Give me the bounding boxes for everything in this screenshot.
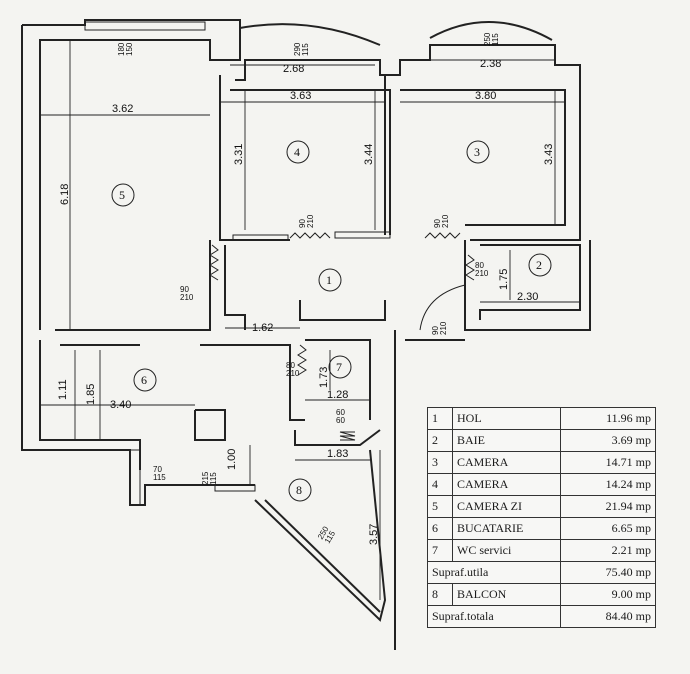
- room-label-1: 1: [326, 273, 332, 287]
- dim-room4-top: 2.68: [283, 63, 304, 75]
- opening-w8: 250115: [316, 524, 338, 545]
- dim-balcony-height: 3.57: [368, 524, 380, 545]
- opening-d4: 90210: [298, 214, 315, 228]
- dim-room3-height: 3.43: [543, 144, 555, 165]
- table-row-balcony: 8 BALCON 9.00 mp: [427, 583, 656, 606]
- room-label-4: 4: [294, 145, 300, 159]
- dim-room6-width: 3.40: [110, 399, 131, 411]
- room-label-6: 6: [141, 373, 147, 387]
- table-row: 3 CAMERA 14.71 mp: [427, 451, 656, 474]
- table-row: 6 BUCATARIE 6.65 mp: [427, 517, 656, 540]
- table-row: 4 CAMERA 14.24 mp: [427, 473, 656, 496]
- windows: [84, 21, 391, 506]
- table-row-total: Supraf.totala 84.40 mp: [427, 605, 656, 628]
- table-row: 5 CAMERA ZI 21.94 mp: [427, 495, 656, 518]
- room-label-2: 2: [536, 258, 542, 272]
- room-label-3: 3: [474, 145, 480, 159]
- table-row-subtotal: Supraf.utila 75.40 mp: [427, 561, 656, 584]
- dim-room7-width: 1.28: [327, 389, 348, 401]
- dim-room2-width: 2.30: [517, 291, 538, 303]
- table-row: 7 WC servici 2.21 mp: [427, 539, 656, 562]
- room-label-7: 7: [336, 360, 342, 374]
- opening-d3: 90210: [433, 214, 450, 228]
- room-markers: [111, 140, 552, 502]
- dim-room4-width: 3.63: [290, 90, 311, 102]
- table-row: 2 BAIE 3.69 mp: [427, 429, 656, 452]
- opening-d-entry: 90210: [431, 321, 448, 335]
- dim-room3-top: 2.38: [480, 58, 501, 70]
- dim-hall-width: 1.62: [252, 322, 273, 334]
- dim-room7-height: 1.73: [318, 367, 330, 388]
- dim-room4-h-left: 3.31: [233, 144, 245, 165]
- opening-d8: 215115: [201, 471, 218, 485]
- dim-room5-height: 6.18: [59, 184, 71, 205]
- dim-room4-h-right: 3.44: [363, 144, 375, 165]
- opening-w3: 250115: [483, 32, 500, 46]
- area-legend-table: 1 HOL 11.96 mp 2 BAIE 3.69 mp 3 CAMERA 1…: [427, 407, 656, 628]
- dim-room3-width: 3.80: [475, 90, 496, 102]
- dimension-texts: 3.62 6.18 2.68 3.63 3.31 3.44 2.38 3.80 …: [57, 58, 555, 545]
- dim-balcony-width: 1.83: [327, 448, 348, 460]
- outer-walls: [21, 19, 591, 650]
- room-label-5: 5: [119, 188, 125, 202]
- dim-room6-h2: 1.85: [85, 384, 97, 405]
- opening-w4: 290115: [293, 42, 310, 56]
- table-row: 1 HOL 11.96 mp: [427, 407, 656, 430]
- dim-room2-height: 1.75: [498, 269, 510, 290]
- opening-w5: 180150: [117, 42, 134, 56]
- room-label-8: 8: [296, 483, 302, 497]
- room-label-texts: 1 2 3 4 5 6 7 8: [119, 145, 542, 497]
- dim-balcony-depth: 1.00: [226, 449, 238, 470]
- dim-room6-h1: 1.11: [57, 379, 69, 400]
- dimension-lines: [40, 40, 580, 600]
- dim-room5-width: 3.62: [112, 103, 133, 115]
- door-markers: [209, 232, 475, 441]
